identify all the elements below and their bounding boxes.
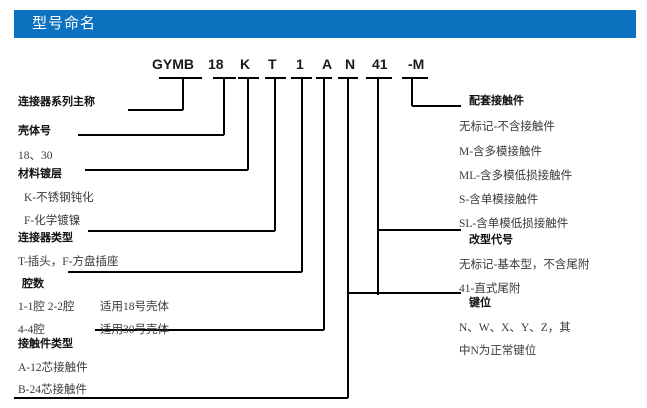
label-heading: 腔数 xyxy=(22,278,44,290)
label-heading: 连接器类型 xyxy=(18,232,73,244)
label-detail: B-24芯接触件 xyxy=(18,384,87,396)
model-code-segment: GYMB xyxy=(152,56,194,72)
label-detail: M-含多模接触件 xyxy=(459,146,543,158)
label-detail: SL-含单模低损接触件 xyxy=(459,218,569,230)
label-detail: N、W、X、Y、Z，其 xyxy=(459,322,571,334)
label-detail: 1-1腔 2-2腔 xyxy=(18,301,75,313)
label-detail: 适用18号壳体 xyxy=(100,301,169,313)
model-code-segment: A xyxy=(322,56,333,72)
label-detail: ML-含多模低损接触件 xyxy=(459,170,573,182)
label-heading: 键位 xyxy=(469,297,491,309)
model-code-segment: K xyxy=(240,56,251,72)
model-code-segment: 18 xyxy=(208,56,224,72)
model-code-segment: -M xyxy=(408,56,425,72)
label-heading: 改型代号 xyxy=(469,234,513,246)
label-heading: 配套接触件 xyxy=(469,95,524,107)
label-detail: K-不锈钢钝化 xyxy=(24,192,94,204)
label-heading: 接触件类型 xyxy=(18,338,73,350)
model-code-segment: T xyxy=(268,56,277,72)
label-heading: 壳体号 xyxy=(18,125,51,137)
label-detail: F-化学镀镍 xyxy=(24,215,81,227)
model-code-segment: 1 xyxy=(296,56,304,72)
label-detail: T-插头，F-方盘插座 xyxy=(18,256,119,268)
page-title: 型号命名 xyxy=(32,16,97,32)
section-header-bar xyxy=(14,10,636,38)
label-detail: S-含单模接触件 xyxy=(459,194,539,206)
model-code-segment: N xyxy=(345,56,356,72)
label-detail: 41-直式尾附 xyxy=(459,283,521,295)
label-heading: 连接器系列主称 xyxy=(18,96,95,108)
label-detail: A-12芯接触件 xyxy=(18,362,88,374)
label-detail: 无标记-不含接触件 xyxy=(459,121,555,133)
label-detail: 无标记-基本型，不含尾附 xyxy=(459,259,590,271)
label-heading: 材料镀层 xyxy=(18,168,62,180)
label-detail: 18、30 xyxy=(18,150,53,162)
model-code-segment: 41 xyxy=(372,56,388,72)
label-detail: 中N为正常键位 xyxy=(459,345,537,357)
label-detail: 适用30号壳体 xyxy=(100,324,169,336)
label-detail: 4-4腔 xyxy=(18,324,45,336)
